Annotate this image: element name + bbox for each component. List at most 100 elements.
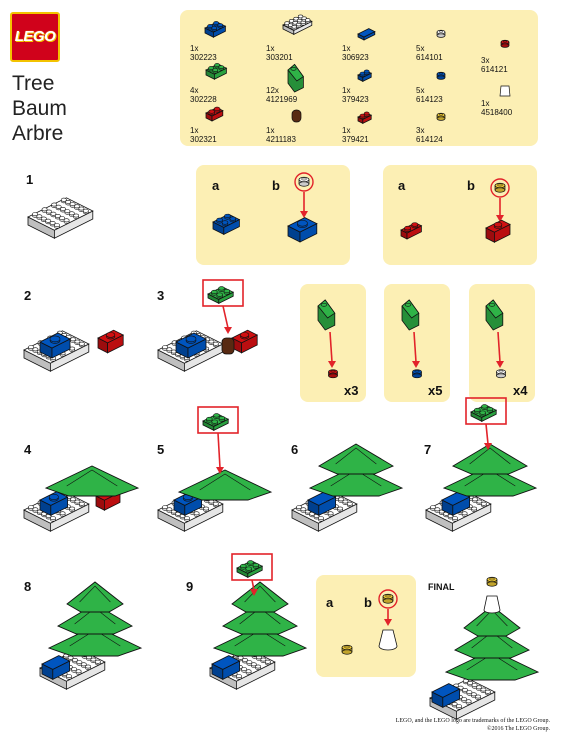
step1-b-red-brick [485, 219, 511, 243]
step9-tree [212, 581, 308, 657]
step1-b-red-arrow [496, 198, 504, 222]
step-number-5: 5 [157, 442, 165, 457]
step-number-9: 9 [186, 579, 194, 594]
part-qty: 5x [416, 86, 425, 95]
blue-cone-slope [401, 299, 420, 331]
part-icon-302321 [205, 106, 224, 122]
part-icon-306923 [357, 28, 376, 41]
step8-tree [47, 581, 143, 657]
part-qty: 1x [481, 99, 490, 108]
step2-blue-block [39, 332, 71, 359]
step5-tree [177, 469, 273, 501]
part-qty: 1x [266, 126, 275, 135]
step1-b-blue-brick [287, 217, 318, 243]
step8-blue-block [41, 655, 71, 681]
step1-subassembly-red-panel [383, 165, 537, 265]
step5-green-plate [202, 413, 230, 432]
red-cone-arrow [328, 331, 336, 368]
trademark-text: LEGO, and the LEGO logo are trademarks o… [395, 718, 550, 724]
part-qty: 3x [481, 56, 490, 65]
final-yellow-star [486, 576, 498, 587]
part-icon-614124 [436, 112, 446, 121]
step3-blue-block [175, 332, 207, 359]
step-number-8: 8 [24, 579, 32, 594]
substep-a-red: a [398, 178, 406, 193]
part-qty: 1x [342, 44, 351, 53]
part-id: 614124 [416, 135, 443, 144]
step-number-2: 2 [24, 288, 32, 303]
step4-tree [44, 465, 140, 497]
step-number-1: 1 [26, 172, 34, 187]
step3-arrow [222, 305, 232, 334]
substep-b-red: b [467, 178, 475, 193]
part-icon-614121 [500, 39, 510, 48]
step3-red-block [231, 329, 259, 354]
step-number-4: 4 [24, 442, 32, 457]
final-white-cone [483, 595, 501, 614]
part-qty: 3x [416, 126, 425, 135]
step-number-6: 6 [291, 442, 299, 457]
blue-cone-stud [412, 369, 422, 379]
subassembly-white-cone-panel [469, 284, 535, 402]
part-id: 379421 [342, 135, 369, 144]
step1-subassembly-blue-panel [196, 165, 350, 265]
step1-base-plate [27, 197, 94, 239]
part-qty: 1x [342, 86, 351, 95]
multiplier-blue: x5 [428, 383, 443, 398]
substep-b-blue: b [272, 178, 280, 193]
substep-a-star: a [326, 595, 334, 610]
part-id: 4518400 [481, 108, 513, 117]
final-label: FINAL [428, 582, 455, 592]
part-qty: 1x [266, 44, 275, 53]
step-number-3: 3 [157, 288, 165, 303]
part-icon-302228 [205, 63, 228, 80]
part-qty: 1x [190, 44, 199, 53]
step9-blue-block [211, 655, 241, 681]
white-cone-slope [485, 299, 504, 331]
step9-green-plate [236, 560, 264, 579]
step7-tree [442, 443, 538, 497]
step7-green-plate [470, 404, 498, 423]
part-icon-4211183 [291, 109, 302, 123]
part-icon-614123 [436, 71, 446, 80]
part-qty: 12x [266, 86, 279, 95]
step-number-7: 7 [424, 442, 432, 457]
part-icon-4518400 [499, 85, 511, 97]
red-cone-slope [317, 299, 336, 331]
lego-logo: LEGO [10, 12, 60, 62]
part-id: 302223 [190, 53, 217, 62]
part-id: 4211183 [266, 135, 296, 144]
part-icon-379421 [357, 111, 373, 125]
step7-arrow [484, 423, 492, 450]
substep-b-star: b [364, 595, 372, 610]
step9-arrow [250, 579, 258, 596]
part-id: 614123 [416, 95, 443, 104]
part-qty: 1x [342, 126, 351, 135]
part-icon-379423 [357, 69, 373, 83]
step1-b-yellow-round [494, 182, 506, 193]
final-tree [444, 605, 540, 681]
part-id: 302321 [190, 135, 217, 144]
title-fr: Arbre [12, 122, 64, 145]
part-icon-4121969 [287, 63, 304, 93]
white-cone-arrow [496, 331, 504, 368]
multiplier-white: x4 [513, 383, 528, 398]
step1-a-blue-plate [212, 213, 241, 236]
part-qty: 1x [190, 126, 199, 135]
subassembly-red-cone-panel [300, 284, 366, 402]
step4-blue-block [39, 491, 69, 517]
star-b-yellow-stud [382, 593, 394, 604]
